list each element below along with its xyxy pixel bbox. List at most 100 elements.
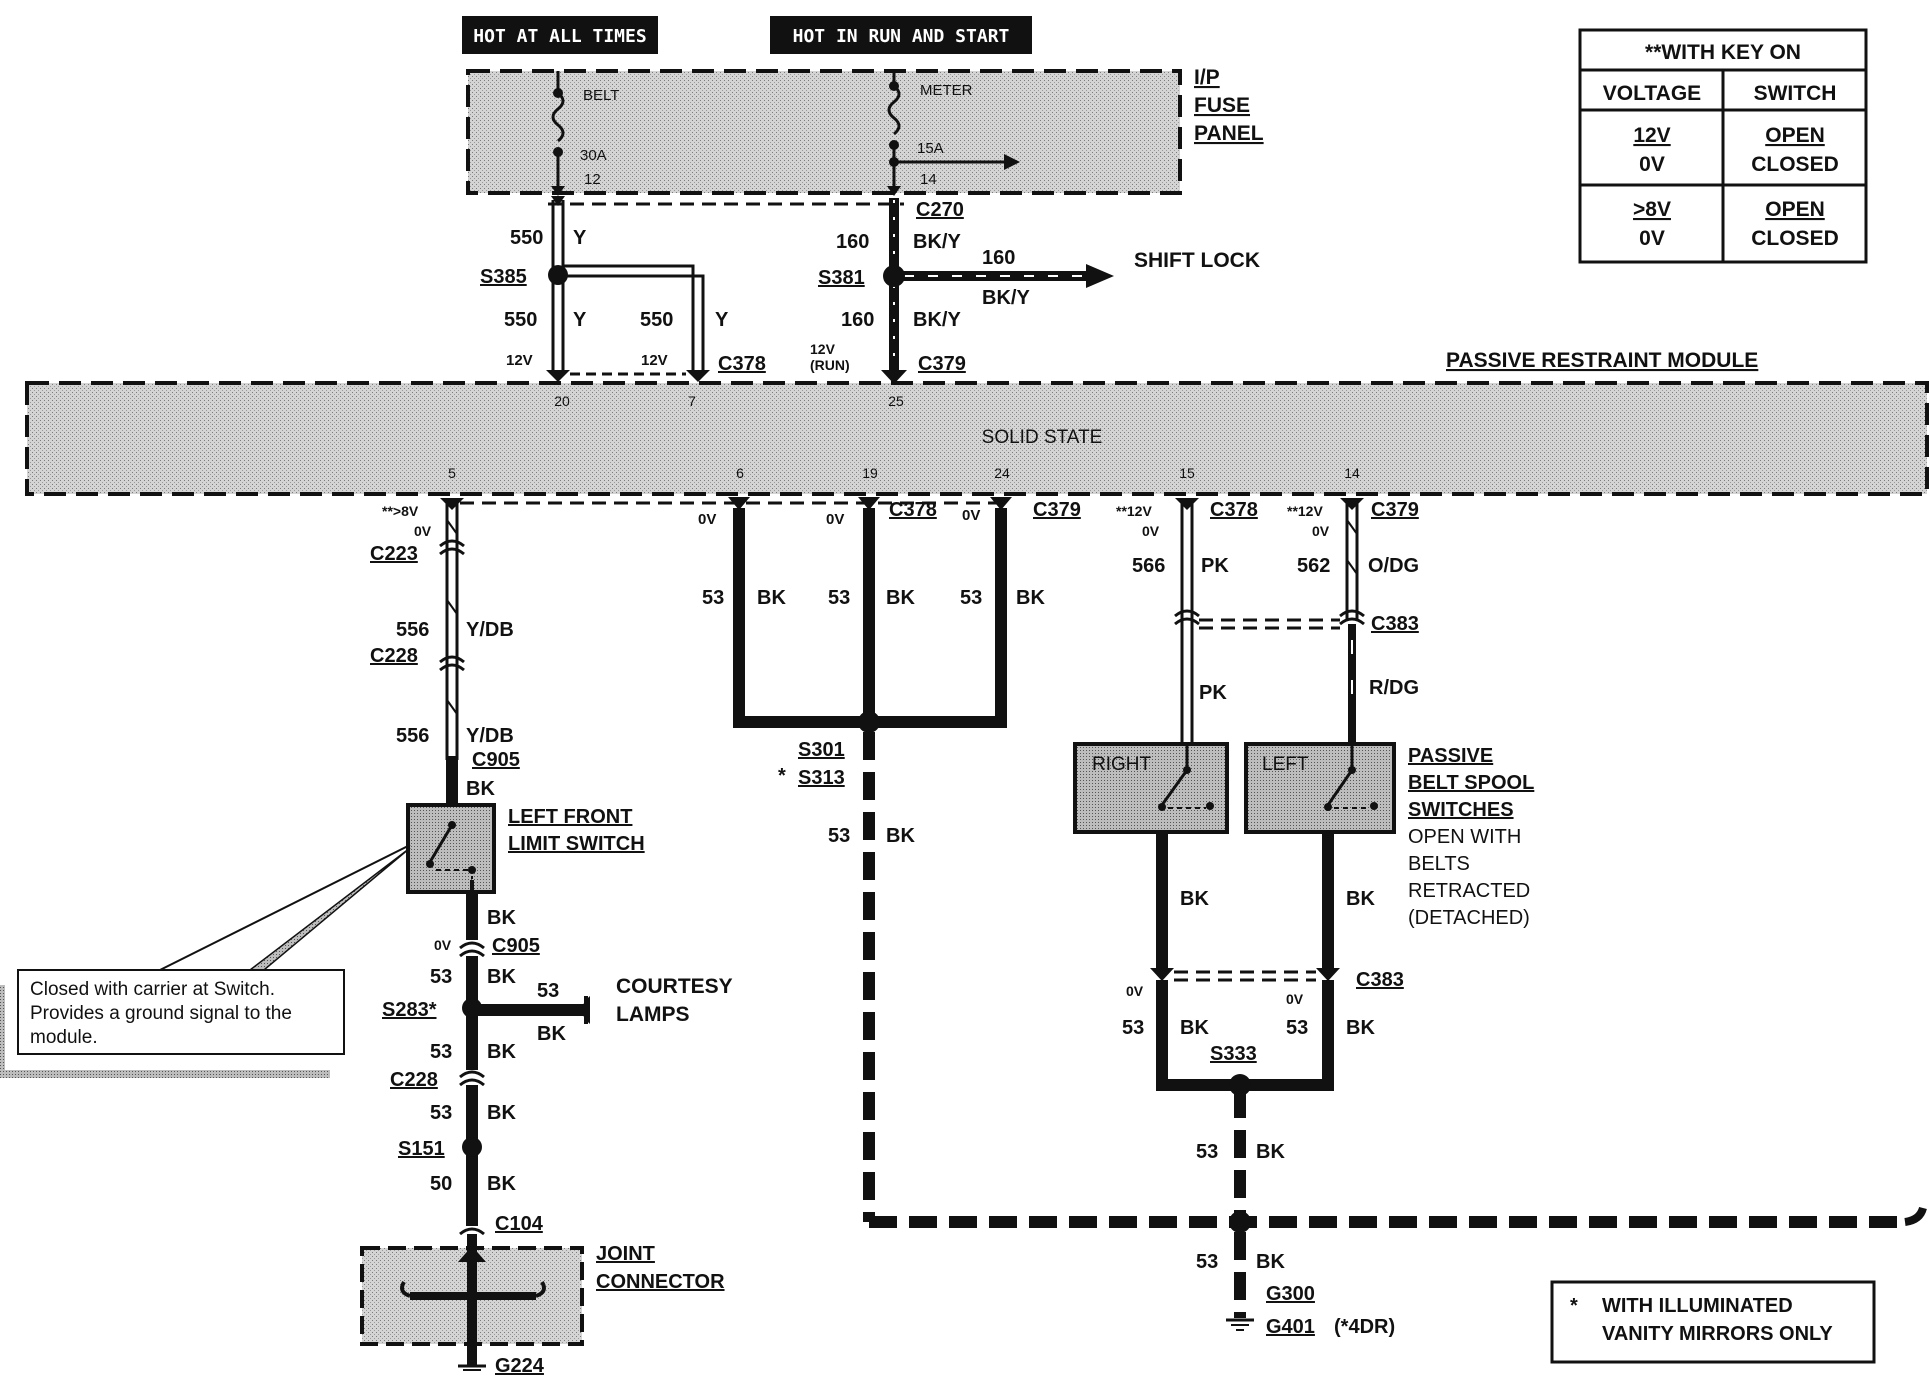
diagram-label: 0V <box>1126 983 1144 999</box>
diagram-label: OPEN WITH <box>1408 826 1521 848</box>
diagram-label: 550 <box>510 227 543 249</box>
diagram-label: BK <box>487 1102 516 1124</box>
diagram-label: Y <box>715 309 729 331</box>
diagram-label: 566 <box>1132 555 1165 577</box>
diagram-label: RETRACTED <box>1408 880 1530 902</box>
diagram-label: C228 <box>390 1069 438 1091</box>
diagram-label: 0V <box>1286 991 1304 1007</box>
diagram-label: 53 <box>828 825 850 847</box>
diagram-label: 53 <box>960 587 982 609</box>
diagram-label: BELT SPOOL <box>1408 772 1534 794</box>
diagram-label: (*4DR) <box>1334 1316 1395 1338</box>
diagram-label: Closed with carrier at Switch. <box>30 979 275 1000</box>
diagram-label: BK <box>1016 587 1045 609</box>
diagram-label: **12V <box>1116 503 1152 519</box>
diagram-label: 53 <box>430 1102 452 1124</box>
diagram-label: 30A <box>580 147 607 164</box>
diagram-label: 550 <box>504 309 537 331</box>
diagram-label: LEFT FRONT <box>508 806 632 828</box>
diagram-label: CLOSED <box>1751 227 1839 250</box>
diagram-label: G300 <box>1266 1283 1315 1305</box>
diagram-label: WITH ILLUMINATED <box>1602 1295 1793 1317</box>
diagram-label: 19 <box>862 465 878 481</box>
courtesy-lamps-label: COURTESY <box>616 975 733 998</box>
diagram-label: S301 <box>798 739 845 761</box>
diagram-label: 6 <box>736 465 744 481</box>
diagram-label: G224 <box>495 1355 545 1376</box>
diagram-label: PK <box>1201 555 1229 577</box>
diagram-label: Y/DB <box>466 725 514 747</box>
diagram-label: BK <box>886 825 915 847</box>
diagram-label: S283* <box>382 999 437 1021</box>
header-hot-in-run: HOT IN RUN AND START <box>770 16 1032 54</box>
diagram-label: HOT IN RUN AND START <box>793 26 1010 47</box>
diagram-label: BK <box>487 907 516 929</box>
diagram-label: 160 <box>841 309 874 331</box>
diagram-label: 12V <box>506 352 533 369</box>
diagram-label: 5 <box>448 465 456 481</box>
diagram-label: 50 <box>430 1173 452 1195</box>
table-col-voltage: VOLTAGE <box>1603 82 1701 105</box>
diagram-label: 0V <box>1142 523 1160 539</box>
diagram-label: C270 <box>916 199 964 221</box>
wire-160-bky <box>881 198 1114 384</box>
diagram-label: BK <box>886 587 915 609</box>
diagram-label: JOINT <box>596 1243 655 1265</box>
diagram-label: 14 <box>920 171 937 188</box>
diagram-label: CONNECTOR <box>596 1271 725 1293</box>
diagram-label: 0V <box>414 523 432 539</box>
splice-s381 <box>883 265 905 287</box>
shift-lock-label: SHIFT LOCK <box>1134 249 1260 272</box>
diagram-label: BELT <box>583 87 619 104</box>
diagram-label: BK <box>1180 1017 1209 1039</box>
diagram-label: I/P <box>1194 66 1220 89</box>
callout-box: Closed with carrier at Switch. Provides … <box>0 844 411 1078</box>
diagram-label: 53 <box>1196 1141 1218 1163</box>
diagram-label: Y <box>573 227 587 249</box>
passive-restraint-module: SOLID STATE 20 7 25 5 6 19 24 15 14 <box>25 381 1929 496</box>
diagram-label: 53 <box>537 980 559 1002</box>
spool-switch-left: LEFT <box>1244 742 1396 834</box>
diagram-label: BK/Y <box>982 287 1030 309</box>
splice-s301 <box>858 711 880 733</box>
diagram-label: RIGHT <box>1092 754 1152 775</box>
diagram-label: LAMPS <box>616 1003 690 1026</box>
diagram-label: 12V <box>810 341 836 357</box>
diagram-label: 53 <box>702 587 724 609</box>
wire-550-y <box>546 196 710 382</box>
diagram-label: 556 <box>396 619 429 641</box>
joint-connector <box>360 1234 584 1371</box>
module-title: PASSIVE RESTRAINT MODULE <box>1446 349 1758 372</box>
diagram-label: 15 <box>1179 465 1195 481</box>
diagram-label: 12V <box>1633 124 1670 147</box>
diagram-label: FUSE <box>1194 94 1250 117</box>
wire-562-odg <box>1339 498 1365 746</box>
diagram-label: 0V <box>698 511 716 528</box>
diagram-label: C223 <box>370 543 418 565</box>
diagram-label: C379 <box>1033 499 1081 521</box>
diagram-label: Provides a ground signal to the <box>30 1003 292 1024</box>
diagram-label: 20 <box>554 393 570 409</box>
diagram-label: S313 <box>798 767 845 789</box>
spool-switch-right: RIGHT <box>1073 742 1229 834</box>
table-title: **WITH KEY ON <box>1645 41 1801 64</box>
diagram-label: 53 <box>1122 1017 1144 1039</box>
diagram-label: Y/DB <box>466 619 514 641</box>
diagram-label: BK/Y <box>913 309 961 331</box>
diagram-label: BK <box>1256 1251 1285 1273</box>
module-center-label: SOLID STATE <box>982 427 1103 448</box>
diagram-label: 12V <box>641 352 668 369</box>
fuse-panel: I/P FUSE PANEL <box>466 66 1264 195</box>
diagram-label: S333 <box>1210 1043 1257 1065</box>
diagram-label: C228 <box>370 645 418 667</box>
diagram-label: HOT AT ALL TIMES <box>473 26 646 47</box>
diagram-label: 53 <box>430 1041 452 1063</box>
diagram-label: BK <box>466 778 495 800</box>
diagram-label: METER <box>920 82 973 99</box>
diagram-label: C905 <box>492 935 540 957</box>
diagram-label: C378 <box>1210 499 1258 521</box>
diagram-label: 550 <box>640 309 673 331</box>
splice-s151 <box>462 1137 482 1157</box>
diagram-label: C378 <box>889 499 937 521</box>
